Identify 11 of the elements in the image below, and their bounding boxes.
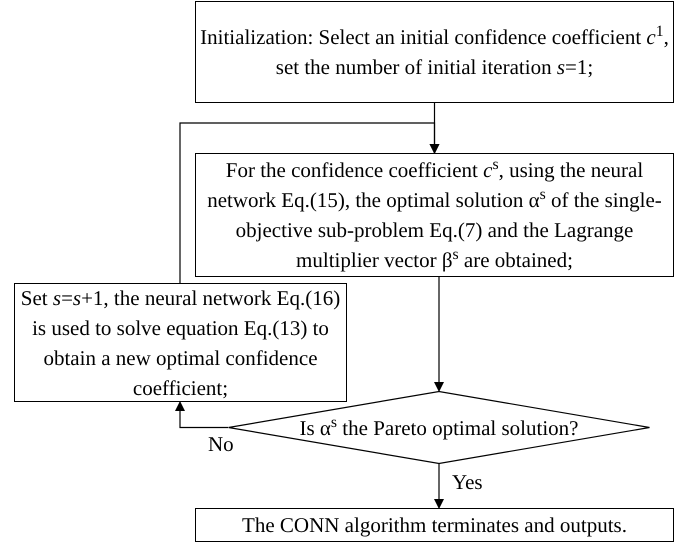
node-text: The CONN algorithm terminates and outputs. [241,512,628,539]
arrow [434,464,444,509]
arrow [434,277,444,392]
node-text: Set s=s+1, the neural network Eq.(16) is used to solve equation Eq.(13) to obtain a new optimal confidence coefficient; [20,284,342,402]
node-text: Initialization: Select an initial confidence coefficient c$^{1}$, set the number of initial iteration s=1; [199,22,670,81]
arrow [179,122,440,283]
node-text: Is α$^{s}$ the Pareto optimal solution? [298,412,580,442]
arrow [175,401,228,428]
process-box [195,1,674,103]
process-box [195,508,674,542]
node-text: For the confidence coefficient c$^{s}$, using the neural network Eq.(15), the optimal solution α$^{s}$ of the single-objective sub-problem Eq.(7) and the Lagrange multiplier vector β$^{s}$ are obtained; [206,155,663,274]
